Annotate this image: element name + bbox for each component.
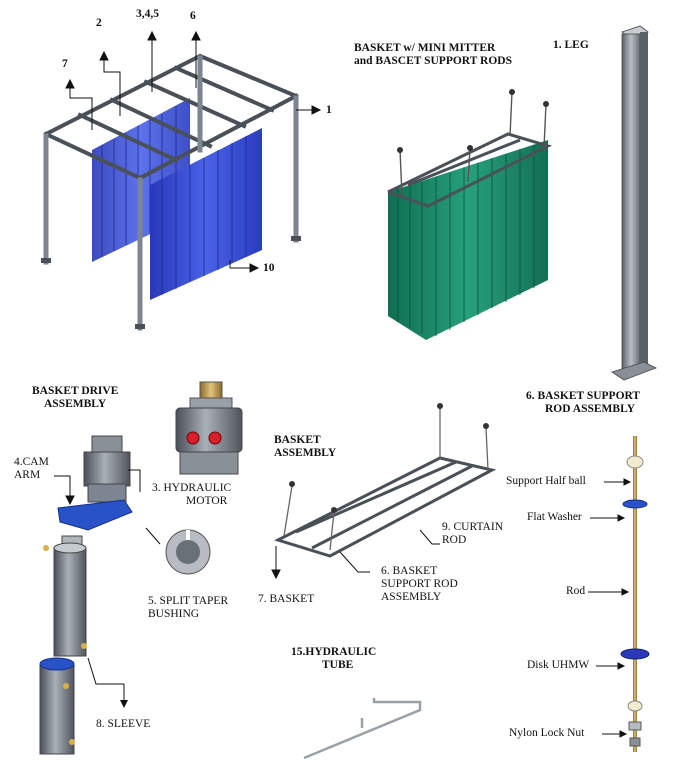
support-rod-illustration [588, 436, 650, 752]
callout-2: 2 [96, 17, 102, 29]
sleeve-label: 8. SLEEVE [96, 718, 151, 730]
callout-10: 10 [263, 262, 275, 274]
basket-mitter-title-line2: and BASCET SUPPORT RODS [354, 55, 512, 67]
split-taper-label-line1: 5. SPLIT TAPER [148, 595, 229, 607]
callout-6: 6 [190, 10, 196, 22]
drive-callout-arrows [54, 469, 161, 545]
basket-drive-assembly-illustration [43, 435, 133, 657]
nylon-lock-nut-label: Nylon Lock Nut [509, 727, 585, 739]
curtain-rod-label-line1: 9. CURTAIN [442, 521, 503, 533]
basket-assembly-illustration [271, 403, 497, 580]
callout-3-4-5: 3,4,5 [136, 8, 159, 20]
basket-mitter-title-line1: BASKET w/ MINI MITTER [354, 42, 496, 54]
hydraulic-motor-label-line2: MOTOR [186, 495, 228, 507]
leg-title: 1. LEG [553, 39, 589, 51]
hydraulic-tube-illustration [303, 698, 422, 760]
drive-title-line1: BASKET DRIVE [32, 385, 119, 397]
basket-assembly-title-line2: ASSEMBLY [274, 447, 337, 459]
disk-uhmw-label: Disk UHMW [527, 659, 590, 671]
hydraulic-motor-label-line1: 3. HYDRAULIC [152, 482, 232, 494]
leg-illustration [611, 25, 657, 381]
green-basket-illustration [387, 89, 553, 340]
hydraulic-motor-illustration [175, 381, 243, 475]
support-half-ball-label: Support Half ball [506, 475, 586, 487]
callout-7: 7 [62, 58, 68, 70]
rod-assembly-title-line2: ROD ASSEMBLY [545, 403, 636, 415]
split-taper-bushing-illustration [165, 529, 211, 575]
cam-arm-label-line2: ARM [14, 469, 41, 481]
rod-label: Rod [566, 585, 586, 597]
split-taper-label-line2: BUSHING [148, 608, 200, 620]
support-rod-assy-label-line1: 6. BASKET [381, 565, 438, 577]
blue-curtain-right [150, 128, 262, 300]
frame-assembly-illustration [41, 30, 322, 331]
support-rod-assy-label-line3: ASSEMBLY [381, 591, 442, 603]
hydraulic-tube-title-line1: 15.HYDRAULIC [291, 646, 377, 658]
basket-label: 7. BASKET [258, 593, 315, 605]
hydraulic-tube-title-line2: TUBE [322, 659, 354, 671]
support-rod-assy-label-line2: SUPPORT ROD [381, 578, 458, 590]
flat-washer-label: Flat Washer [527, 511, 582, 523]
cam-arm-label-line1: 4.CAM [14, 456, 49, 468]
drive-title-line2: ASSEMBLY [44, 398, 107, 410]
callout-1: 1 [326, 104, 332, 116]
curtain-rod-label-line2: ROD [442, 534, 467, 546]
sleeve-illustration [39, 657, 128, 755]
basket-assembly-title-line1: BASKET [274, 434, 321, 446]
rod-assembly-title-line1: 6. BASKET SUPPORT [526, 390, 641, 402]
